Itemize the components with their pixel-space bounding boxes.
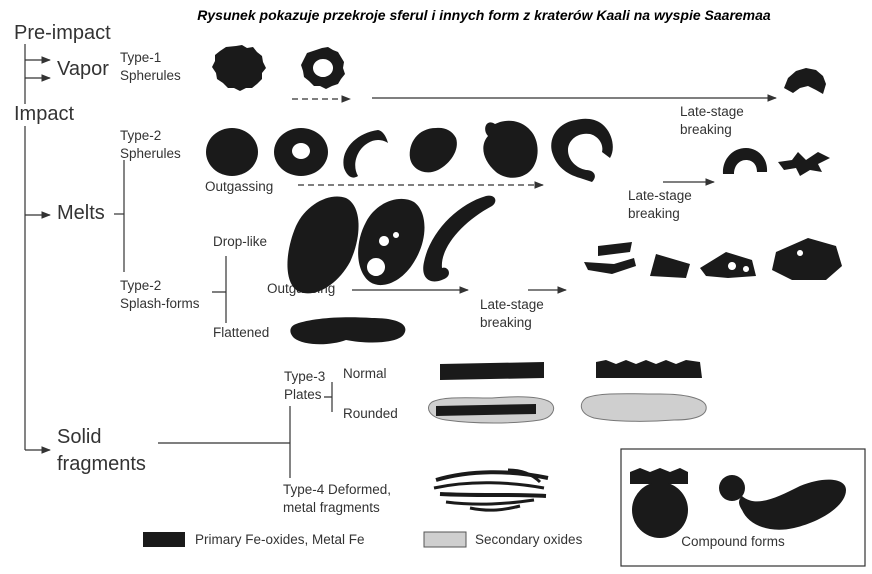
label-late-stage-3: Late-stage	[480, 297, 544, 312]
label-type3: Type-3	[284, 369, 325, 384]
compound-forms-label: Compound forms	[681, 534, 785, 549]
label-type1-spherules: Spherules	[120, 68, 181, 83]
label-type1: Type-1	[120, 50, 161, 65]
label-type2-splash: Type-2	[120, 278, 161, 293]
label-outgassing-1: Outgassing	[205, 179, 273, 194]
label-rounded: Rounded	[343, 406, 398, 421]
label-flattened: Flattened	[213, 325, 269, 340]
figure-caption: Rysunek pokazuje przekroje sferul i inny…	[197, 7, 771, 23]
normal-rounded-bracket	[324, 382, 333, 412]
label-vapor: Vapor	[57, 58, 109, 80]
label-fragments: fragments	[57, 453, 146, 475]
type3-plates	[428, 360, 707, 424]
process-arrows	[292, 94, 777, 294]
stage-connectors	[24, 44, 291, 478]
label-plates: Plates	[284, 387, 322, 402]
type1-broken-fragment	[784, 68, 826, 94]
label-melts: Melts	[57, 202, 105, 224]
type1-solid-spherule	[212, 45, 266, 91]
label-normal: Normal	[343, 366, 387, 381]
label-type4: Type-4 Deformed,	[283, 482, 391, 497]
label-impact: Impact	[14, 103, 74, 125]
legend-swatch-primary	[143, 532, 185, 547]
type4-deformed-fragments	[433, 468, 549, 512]
label-breaking-3: breaking	[480, 315, 532, 330]
label-solid: Solid	[57, 426, 101, 448]
label-metal-fragments: metal fragments	[283, 500, 380, 515]
label-pre-impact: Pre-impact	[14, 22, 111, 44]
drop-flattened-bracket	[212, 256, 227, 323]
label-breaking-1: breaking	[680, 122, 732, 137]
label-drop-like: Drop-like	[213, 234, 267, 249]
flattened-splash	[290, 317, 406, 345]
label-splash-forms: Splash-forms	[120, 296, 200, 311]
type1-hollow-spherule	[301, 47, 345, 89]
legend-label-secondary: Secondary oxides	[475, 532, 583, 547]
compound-forms-shapes	[630, 468, 846, 538]
type2-spherule-sequence	[206, 118, 830, 182]
legend-label-primary: Primary Fe-oxides, Metal Fe	[195, 532, 365, 547]
type2-drop-sequence	[287, 195, 496, 294]
label-breaking-2: breaking	[628, 206, 680, 221]
legend-swatch-secondary	[423, 531, 467, 548]
label-type2-spherules: Spherules	[120, 146, 181, 161]
label-late-stage-2: Late-stage	[628, 188, 692, 203]
label-late-stage-1: Late-stage	[680, 104, 744, 119]
type2-splash-fragments	[584, 238, 842, 280]
label-type2: Type-2	[120, 128, 161, 143]
